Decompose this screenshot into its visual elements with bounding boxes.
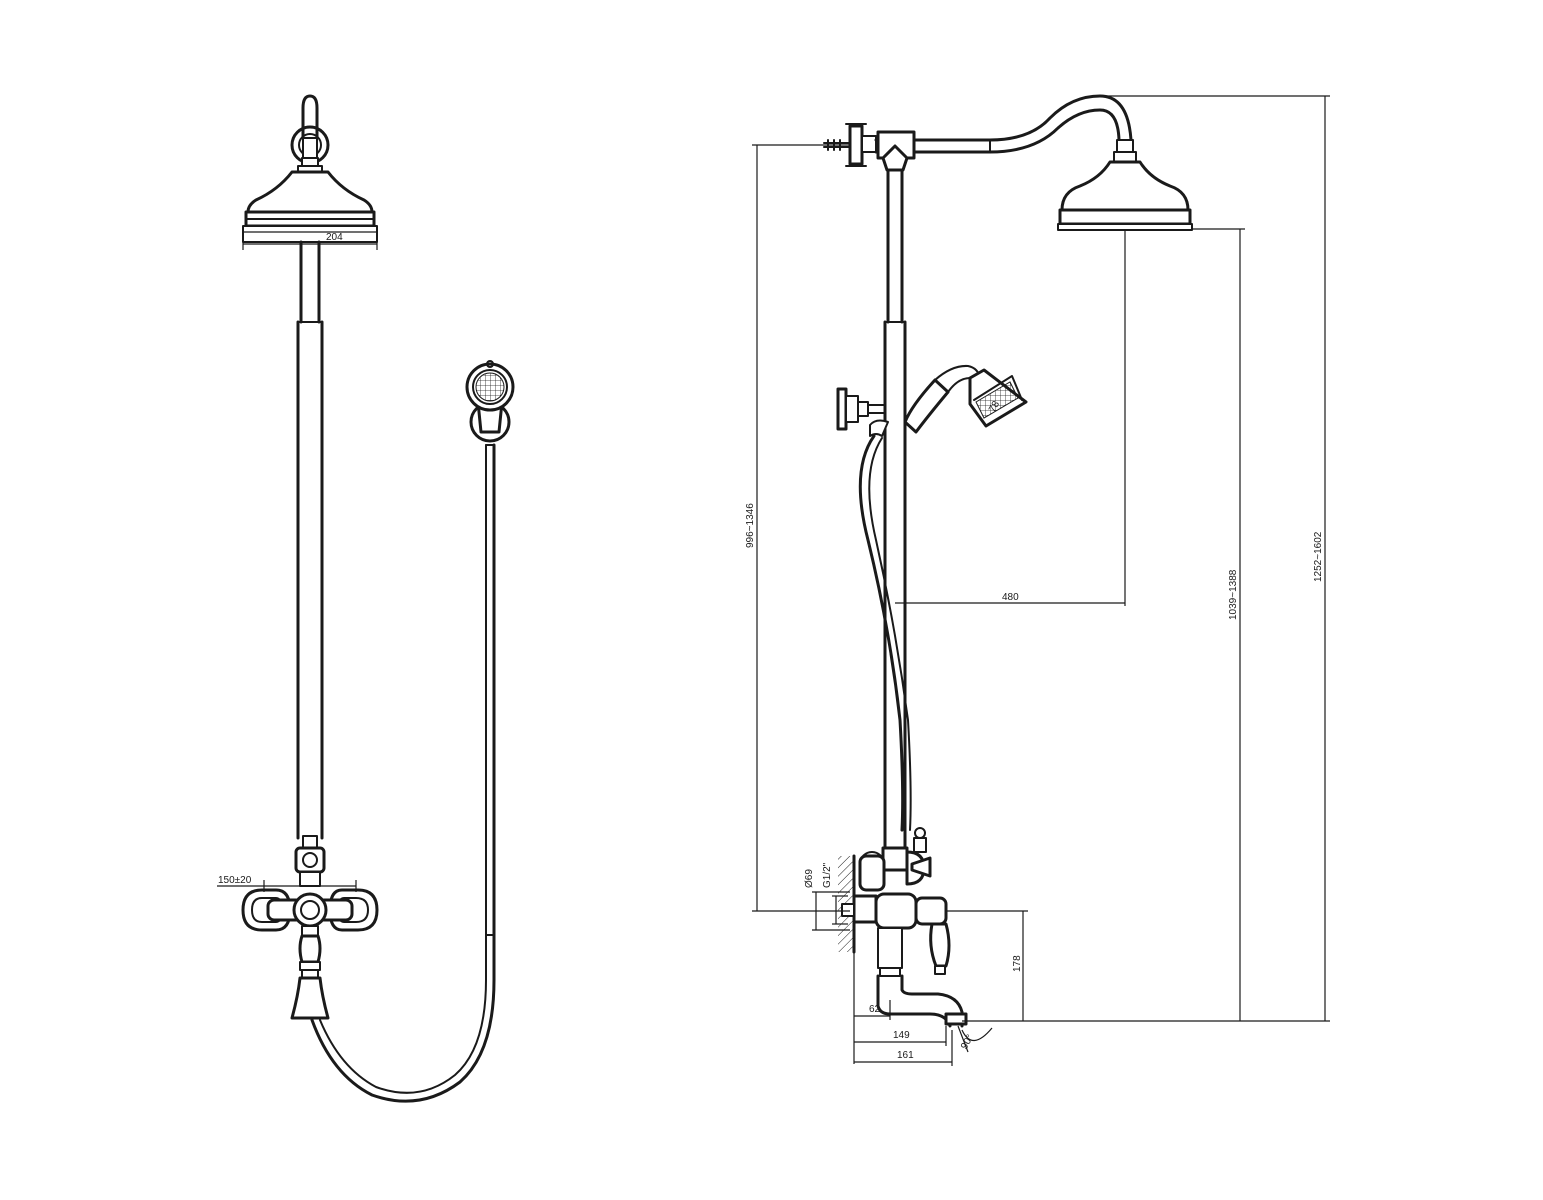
shower-arm-hook <box>290 94 330 173</box>
head-height-label: 1039~1388 <box>1228 569 1239 620</box>
overall-height-label: 1252~1602 <box>1313 531 1324 582</box>
arm-reach-label: 480 <box>1002 592 1019 603</box>
front-view: 204 <box>217 94 515 1103</box>
overall-height-dimension: 1252~1602 <box>1100 95 1330 1021</box>
spout-height-label: 178 <box>1012 955 1023 972</box>
inlet-diameter-label: Ø69 <box>804 869 815 888</box>
hand-shower-side: 78 <box>869 364 1028 437</box>
tub-spout-side <box>876 974 968 1028</box>
head-diameter-dimension: 204 <box>242 232 378 250</box>
swivel-angle: 90° <box>957 1025 993 1053</box>
rain-shower-head <box>242 170 378 243</box>
slide-bracket <box>836 387 886 431</box>
wall-section <box>838 854 878 954</box>
hand-shower-front <box>465 360 515 443</box>
diverter-valve <box>294 835 326 887</box>
spout-height-dimension: 178 <box>946 910 1028 1021</box>
spout-reach-a-label: 149 <box>893 1030 910 1041</box>
side-view: 78 <box>745 94 1330 1066</box>
head-diameter-label: 204 <box>326 232 343 243</box>
handshower-diameter-label: 78 <box>987 399 1002 415</box>
rain-shower-head-side <box>1057 151 1193 231</box>
thread-label: G1/2" <box>822 862 833 888</box>
wall-centers-dimension: 150±20 <box>217 875 357 892</box>
shower-hose-front <box>310 443 496 1103</box>
arm-reach-dimension: 480 <box>895 230 1126 606</box>
wall-centers-label: 150±20 <box>218 875 252 886</box>
side-mixer <box>858 827 951 977</box>
wall-to-arm-dimension: 996~1346 <box>745 144 850 912</box>
spout-reach-b-label: 161 <box>897 1050 914 1061</box>
top-wall-bracket <box>823 123 877 167</box>
riser-pipe <box>296 240 324 840</box>
bottom-dimensions: 62 149 161 <box>853 952 953 1066</box>
tee-fitting <box>876 130 916 172</box>
head-height-dimension: 1039~1388 <box>1192 228 1245 1021</box>
wall-to-arm-label: 996~1346 <box>745 503 756 548</box>
shower-hose-side <box>858 434 912 832</box>
mixer-body <box>241 888 379 937</box>
inlet-dimensions: Ø69 G1/2" <box>804 862 850 931</box>
body-offset-label: 62 <box>869 1004 881 1015</box>
lower-lever-and-spout <box>290 934 330 1020</box>
